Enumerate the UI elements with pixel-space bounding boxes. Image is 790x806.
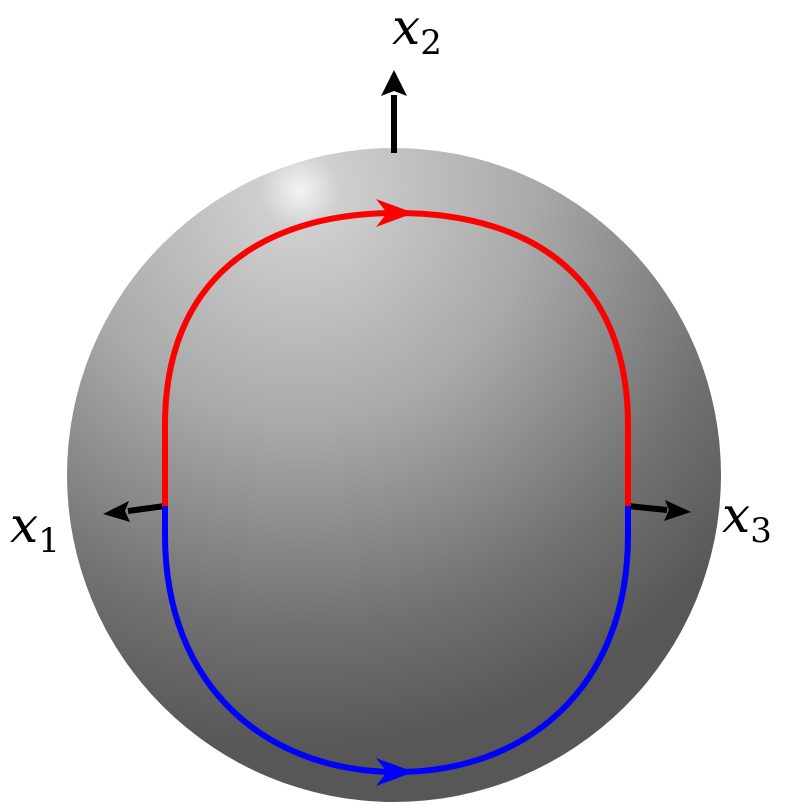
sphere (67, 148, 721, 802)
x1-axis-label: x1 (10, 496, 60, 561)
x1-axis-arrow (103, 501, 166, 522)
x2-axis-label: x2 (392, 0, 442, 63)
x3-axis-arrow (627, 500, 691, 521)
x2-axis-arrow (381, 70, 407, 153)
lower-path-arrowhead (376, 758, 414, 786)
upper-path-arrowhead (376, 199, 414, 227)
x3-axis-label: x3 (722, 486, 772, 551)
